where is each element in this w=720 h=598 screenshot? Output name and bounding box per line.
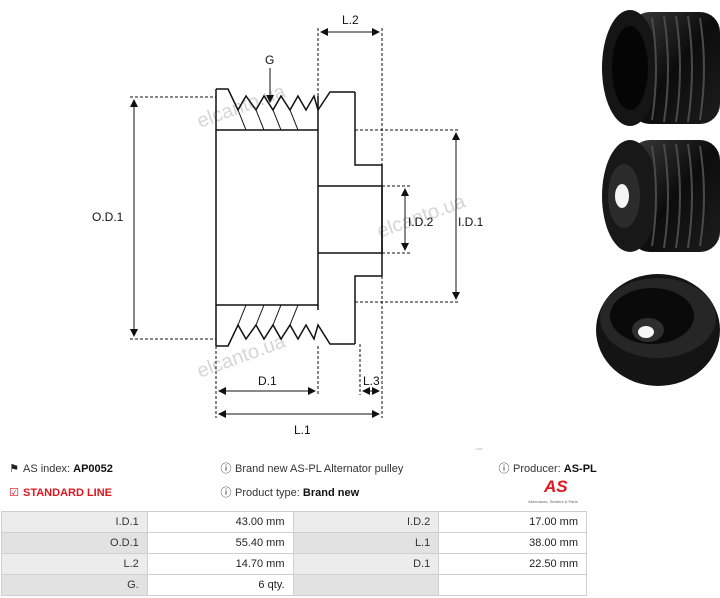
label-l1: L.1	[294, 423, 311, 437]
spec-value: 6 qty.	[146, 574, 294, 596]
spec-value: 38.00 mm	[438, 532, 587, 554]
spec-value: 43.00 mm	[146, 511, 294, 533]
product-type-value: Brand new	[302, 487, 360, 499]
as-index-label: AS index:	[23, 463, 71, 475]
watermark-4: elcanto.ua	[394, 440, 489, 450]
groove-lines	[237, 109, 299, 326]
dimension-lines	[130, 28, 460, 418]
spec-key: D.1	[292, 553, 440, 575]
label-g: G	[265, 53, 274, 67]
spec-key: I.D.2	[292, 511, 440, 533]
spec-key: L.2	[1, 553, 148, 575]
as-pl-logo: AS Alternators, Starters & Parts	[528, 477, 588, 505]
standard-line-label: STANDARD LINE	[23, 487, 113, 499]
label-l3: L.3	[363, 374, 380, 388]
table-row: G. 6 qty.	[1, 574, 587, 596]
info-icon: ⓘ	[220, 463, 232, 475]
spec-value: 14.70 mm	[146, 553, 294, 575]
label-id2: I.D.2	[408, 215, 434, 229]
label-d1: D.1	[258, 374, 277, 388]
spec-key: O.D.1	[1, 532, 148, 554]
spec-value: 17.00 mm	[438, 511, 587, 533]
watermark-group: elcanto.ua elcanto.ua elcanto.ua elcanto…	[194, 80, 489, 450]
table-row: L.2 14.70 mm D.1 22.50 mm	[1, 553, 587, 575]
spec-value	[438, 574, 587, 596]
product-type-label: Product type:	[235, 487, 300, 499]
description-text: Brand new AS-PL Alternator pulley	[235, 463, 404, 475]
tag-icon: ⚑	[9, 463, 19, 475]
as-index-row: ⚑ AS index: AP0052	[8, 462, 113, 476]
pulley-technical-drawing: elcanto.ua elcanto.ua elcanto.ua elcanto…	[92, 13, 489, 450]
spec-key: I.D.1	[1, 511, 148, 533]
producer-label: Producer:	[513, 463, 561, 475]
info-icon: ⓘ	[498, 463, 510, 475]
label-id1: I.D.1	[458, 215, 484, 229]
producer-value: AS-PL	[563, 463, 597, 475]
extension-lines	[130, 28, 460, 418]
product-photos	[596, 10, 720, 386]
pulley-outline	[215, 88, 383, 347]
pulley-photo-side	[602, 10, 720, 126]
logo-tagline: Alternators, Starters & Parts	[528, 499, 578, 504]
as-index-value: AP0052	[73, 463, 113, 475]
pulley-photo-hub	[602, 140, 720, 252]
label-od1: O.D.1	[92, 210, 124, 224]
table-row: O.D.1 55.40 mm L.1 38.00 mm	[1, 532, 587, 554]
standard-line-row: ☑ STANDARD LINE	[8, 486, 112, 500]
spec-key: G.	[1, 574, 148, 596]
check-square-icon: ☑	[9, 487, 19, 499]
logo-text: AS	[544, 477, 568, 496]
spec-value: 22.50 mm	[438, 553, 587, 575]
pulley-photo-front	[596, 274, 720, 386]
spec-key	[292, 574, 440, 596]
label-l2: L.2	[342, 13, 359, 27]
spec-value: 55.40 mm	[146, 532, 294, 554]
specs-table: I.D.1 43.00 mm I.D.2 17.00 mm O.D.1 55.4…	[1, 511, 587, 596]
spec-key: L.1	[292, 532, 440, 554]
info-icon: ⓘ	[220, 487, 232, 499]
table-row: I.D.1 43.00 mm I.D.2 17.00 mm	[1, 511, 587, 533]
